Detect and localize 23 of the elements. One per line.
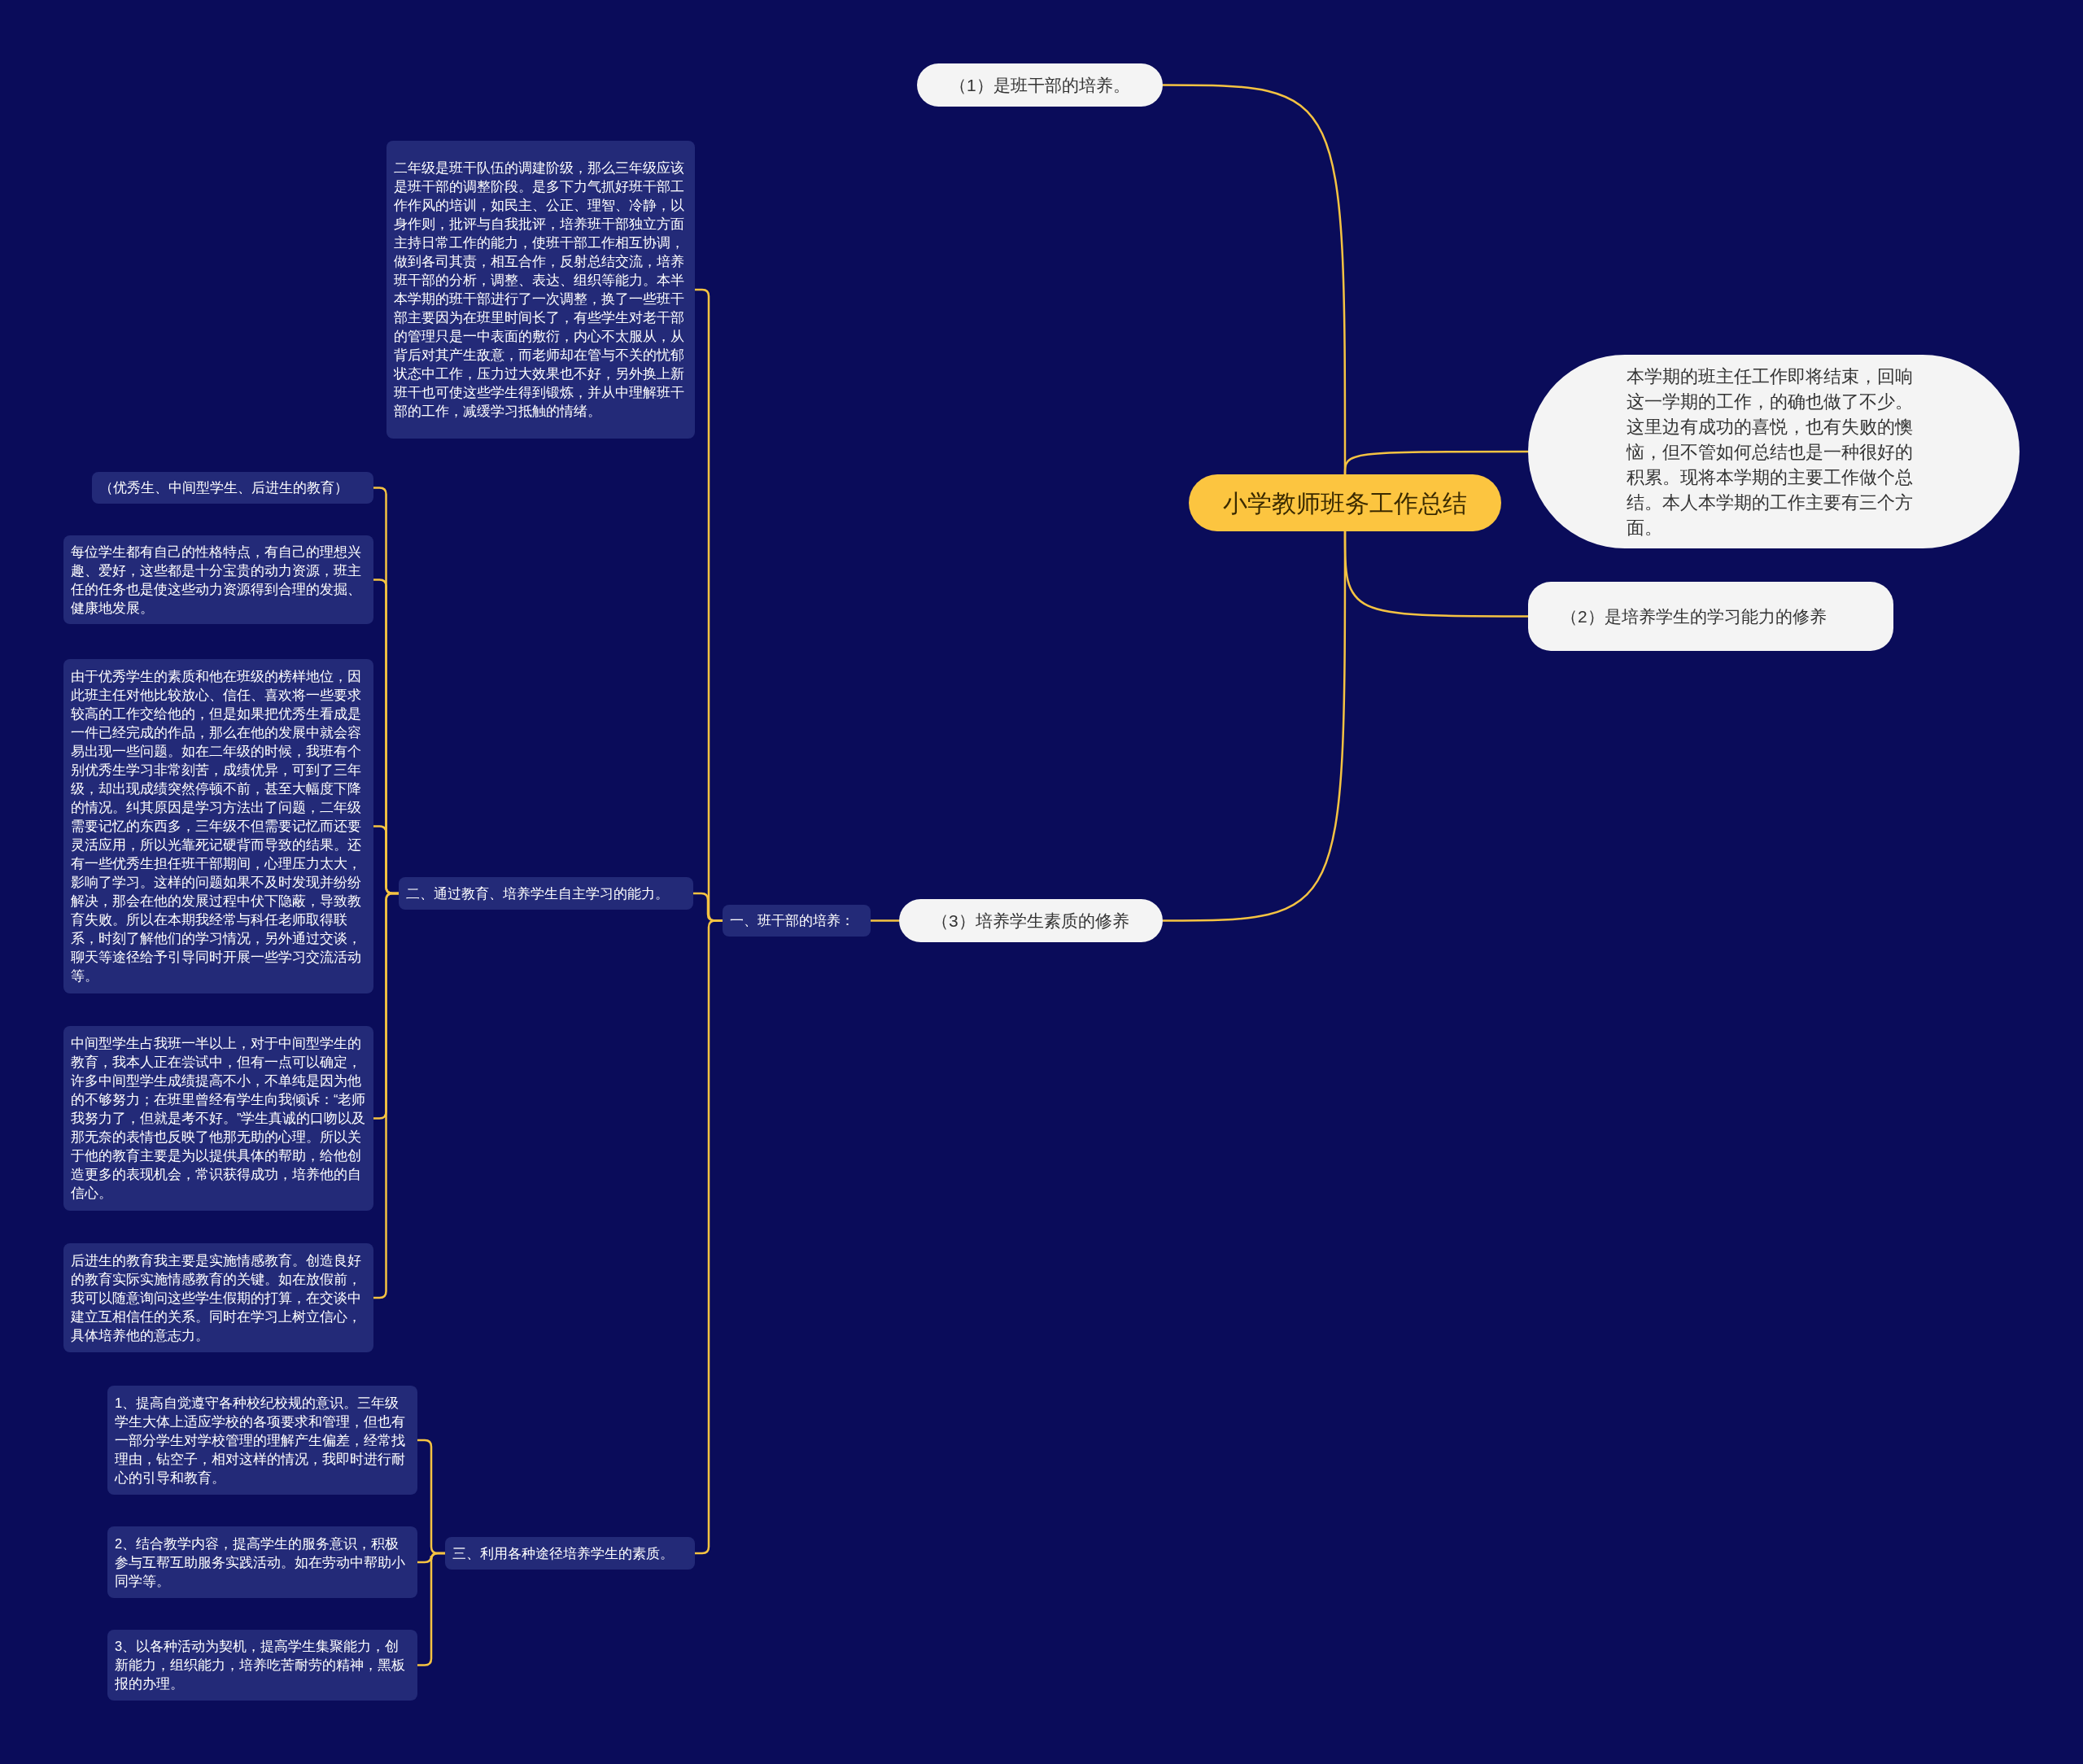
text-card: 三、利用各种途径培养学生的素质。 bbox=[445, 1537, 695, 1570]
text-card: 一、班干部的培养： bbox=[723, 905, 871, 937]
connector-line bbox=[1343, 450, 1528, 475]
text-card: 2、结合教学内容，提高学生的服务意识，积极参与互帮互助服务实践活动。如在劳动中帮助小同学等。 bbox=[107, 1526, 417, 1598]
text-card: （优秀生、中间型学生、后进生的教育） bbox=[92, 472, 373, 504]
topic-node: （2）是培养学生的学习能力的修养 bbox=[1528, 582, 1893, 651]
connector-line bbox=[417, 1552, 445, 1666]
text-card: 1、提高自觉遵守各种校纪校规的意识。三年级学生大体上适应学校的各项要求和管理，但也有一部分学生对学校管理的理解产生偏差，经常找理由，钻空子，相对这样的情况，我即时进行耐心的引导和教育。 bbox=[107, 1386, 417, 1495]
text-card: 二、通过教育、培养学生自主学习的能力。 bbox=[399, 877, 693, 910]
text-card: 3、以各种活动为契机，提高学生集聚能力，创新能力，组织能力，培养吃苦耐劳的精神，黑板报的办理。 bbox=[107, 1630, 417, 1701]
topic-node: 本学期的班主任工作即将结束，回响这一学期的工作，的确也做了不少。这里边有成功的喜悦，也有失败的懊恼，但不管如何总结也是一种很好的积累。现将本学期的主要工作做个总结。本人本学期的工作主要有三个方面。 bbox=[1528, 355, 2020, 548]
central-topic: 小学教师班务工作总结 bbox=[1189, 474, 1501, 531]
connector-line bbox=[695, 919, 723, 1555]
connector-line bbox=[373, 892, 399, 1299]
text-card: 二年级是班干队伍的调建阶级，那么三年级应该是班干部的调整阶段。是多下力气抓好班干部工作作风的培训，如民主、公正、理智、冷静，以身作则，批评与自我批评，培养班干部独立方面主持日常工作的能力，使班干部工作相互协调，做到各司其责，相互合作，反射总结交流，培养班干部的分析，调整、表达、组织等能力。本半本学期的班干部进行了一次调整，换了一些班干部主要因为在班里时间长了，有些学生对老干部的管理只是一中表面的敷衍，内心不太服从，从背后对其产生敌意，而老师却在管与不关的忧郁状态中工作，压力过大效果也不好，另外换上新班干也可使这些学生得到锻炼，并从中理解班干部的工作，减缓学习抵触的情绪。 bbox=[386, 141, 695, 439]
text-card: 中间型学生占我班一半以上，对于中间型学生的教育，我本人正在尝试中，但有一点可以确定，许多中间型学生成绩提高不小，不单纯是因为他的不够努力；在班里曾经有学生向我倾诉：“老师我努力了，但就是考不好。”学生真诚的口吻以及那无奈的表情也反映了他那无助的心理。所以关于他的教育主要是为以提供具体的帮助，给他创造更多的表现机会，常识获得成功，培养他的自信心。 bbox=[63, 1026, 373, 1211]
topic-node: （1）是班干部的培养。 bbox=[917, 63, 1163, 107]
text-card: 每位学生都有自己的性格特点，有自己的理想兴趣、爱好，这些都是十分宝贵的动力资源，班主任的任务也是使这些动力资源得到合理的发掘、健康地发展。 bbox=[63, 535, 373, 624]
connector-line bbox=[1163, 531, 1347, 922]
text-card: 由于优秀学生的素质和他在班级的榜样地位，因此班主任对他比较放心、信任、喜欢将一些要求较高的工作交给他的，但是如果把优秀生看成是一件已经完成的作品，那么在他的发展中就会容易出现一些问题。如在二年级的时候，我班有个别优秀生学习非常刻苦，成绩优异，可到了三年级，却出现成绩突然停顿不前，甚至大幅度下降的情况。纠其原因是学习方法出了问题，二年级需要记忆的东西多，三年级不但需要记忆而还要灵活应用，所以光靠死记硬背而导致的结果。还有一些优秀生担任班干部期间，心理压力太大，影响了学习。这样的问题如果不及时发现并纷纷解决，那会在他的发展过程中伏下隐蔽，导致教育失败。所以在本期我经常与科任老师取得联系，时刻了解他们的学习情况，另外通过交谈，聊天等途径给予引导同时开展一些学习交流活动等。 bbox=[63, 659, 373, 993]
topic-node: （3）培养学生素质的修养 bbox=[899, 899, 1163, 942]
connector-line bbox=[871, 919, 899, 922]
text-card: 后进生的教育我主要是实施情感教育。创造良好的教育实际实施情感教育的关键。如在放假前，我可以随意询问这些学生假期的打算，在交谈中建立互相信任的关系。同时在学习上树立信心，具体培养他的意志力。 bbox=[63, 1243, 373, 1352]
